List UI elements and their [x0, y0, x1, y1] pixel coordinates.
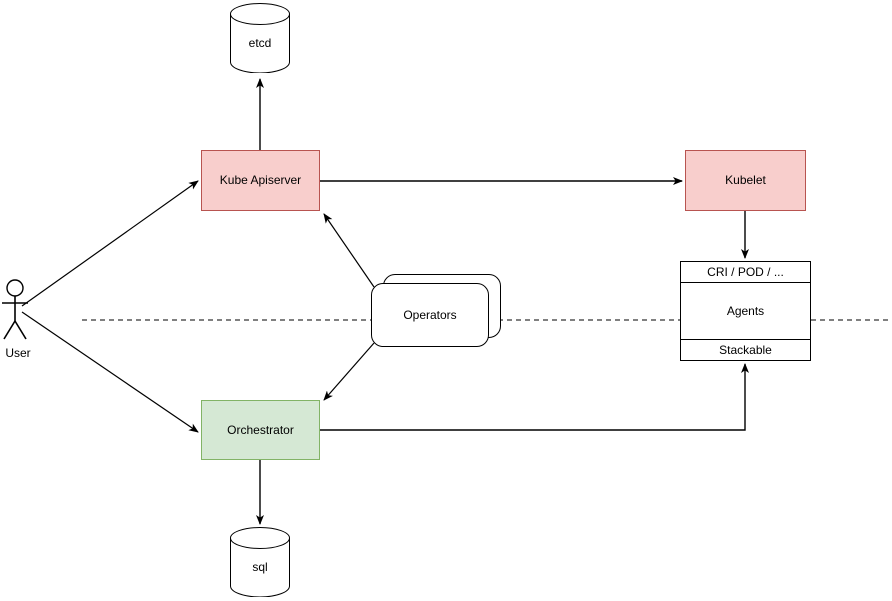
- edge-user-to-apiserver: [21, 180, 199, 307]
- edge-operators-to-orchestrator: [323, 342, 375, 401]
- node-operators[interactable]: Operators: [371, 283, 489, 347]
- node-orchestrator[interactable]: Orchestrator: [201, 400, 320, 460]
- edge-orchestrator-to-stackable: [320, 363, 749, 431]
- node-kubelet[interactable]: Kubelet: [685, 150, 806, 211]
- actor-icon: [2, 279, 28, 340]
- node-orchestrator-label: Orchestrator: [227, 422, 294, 437]
- node-agents-footer: Stackable: [681, 339, 810, 360]
- cylinder-shape: [230, 527, 290, 598]
- node-kubelet-label: Kubelet: [725, 173, 766, 187]
- node-kube-apiserver-label: Kube Apiserver: [219, 173, 302, 187]
- node-kube-apiserver[interactable]: Kube Apiserver: [201, 150, 320, 211]
- node-etcd[interactable]: etcd: [230, 3, 290, 74]
- node-user[interactable]: [0, 276, 46, 346]
- edge-user-to-orchestrator: [21, 311, 199, 433]
- node-agents-body: Agents: [726, 304, 765, 318]
- node-agents[interactable]: CRI / POD / ... Agents Stackable: [680, 261, 811, 361]
- cylinder-shape: [230, 3, 290, 74]
- node-operators-label: Operators: [403, 308, 457, 322]
- node-user-label: User: [5, 346, 31, 360]
- node-agents-header: CRI / POD / ...: [681, 262, 810, 283]
- edge-operators-to-apiserver: [323, 213, 375, 288]
- node-sql[interactable]: sql: [230, 527, 290, 598]
